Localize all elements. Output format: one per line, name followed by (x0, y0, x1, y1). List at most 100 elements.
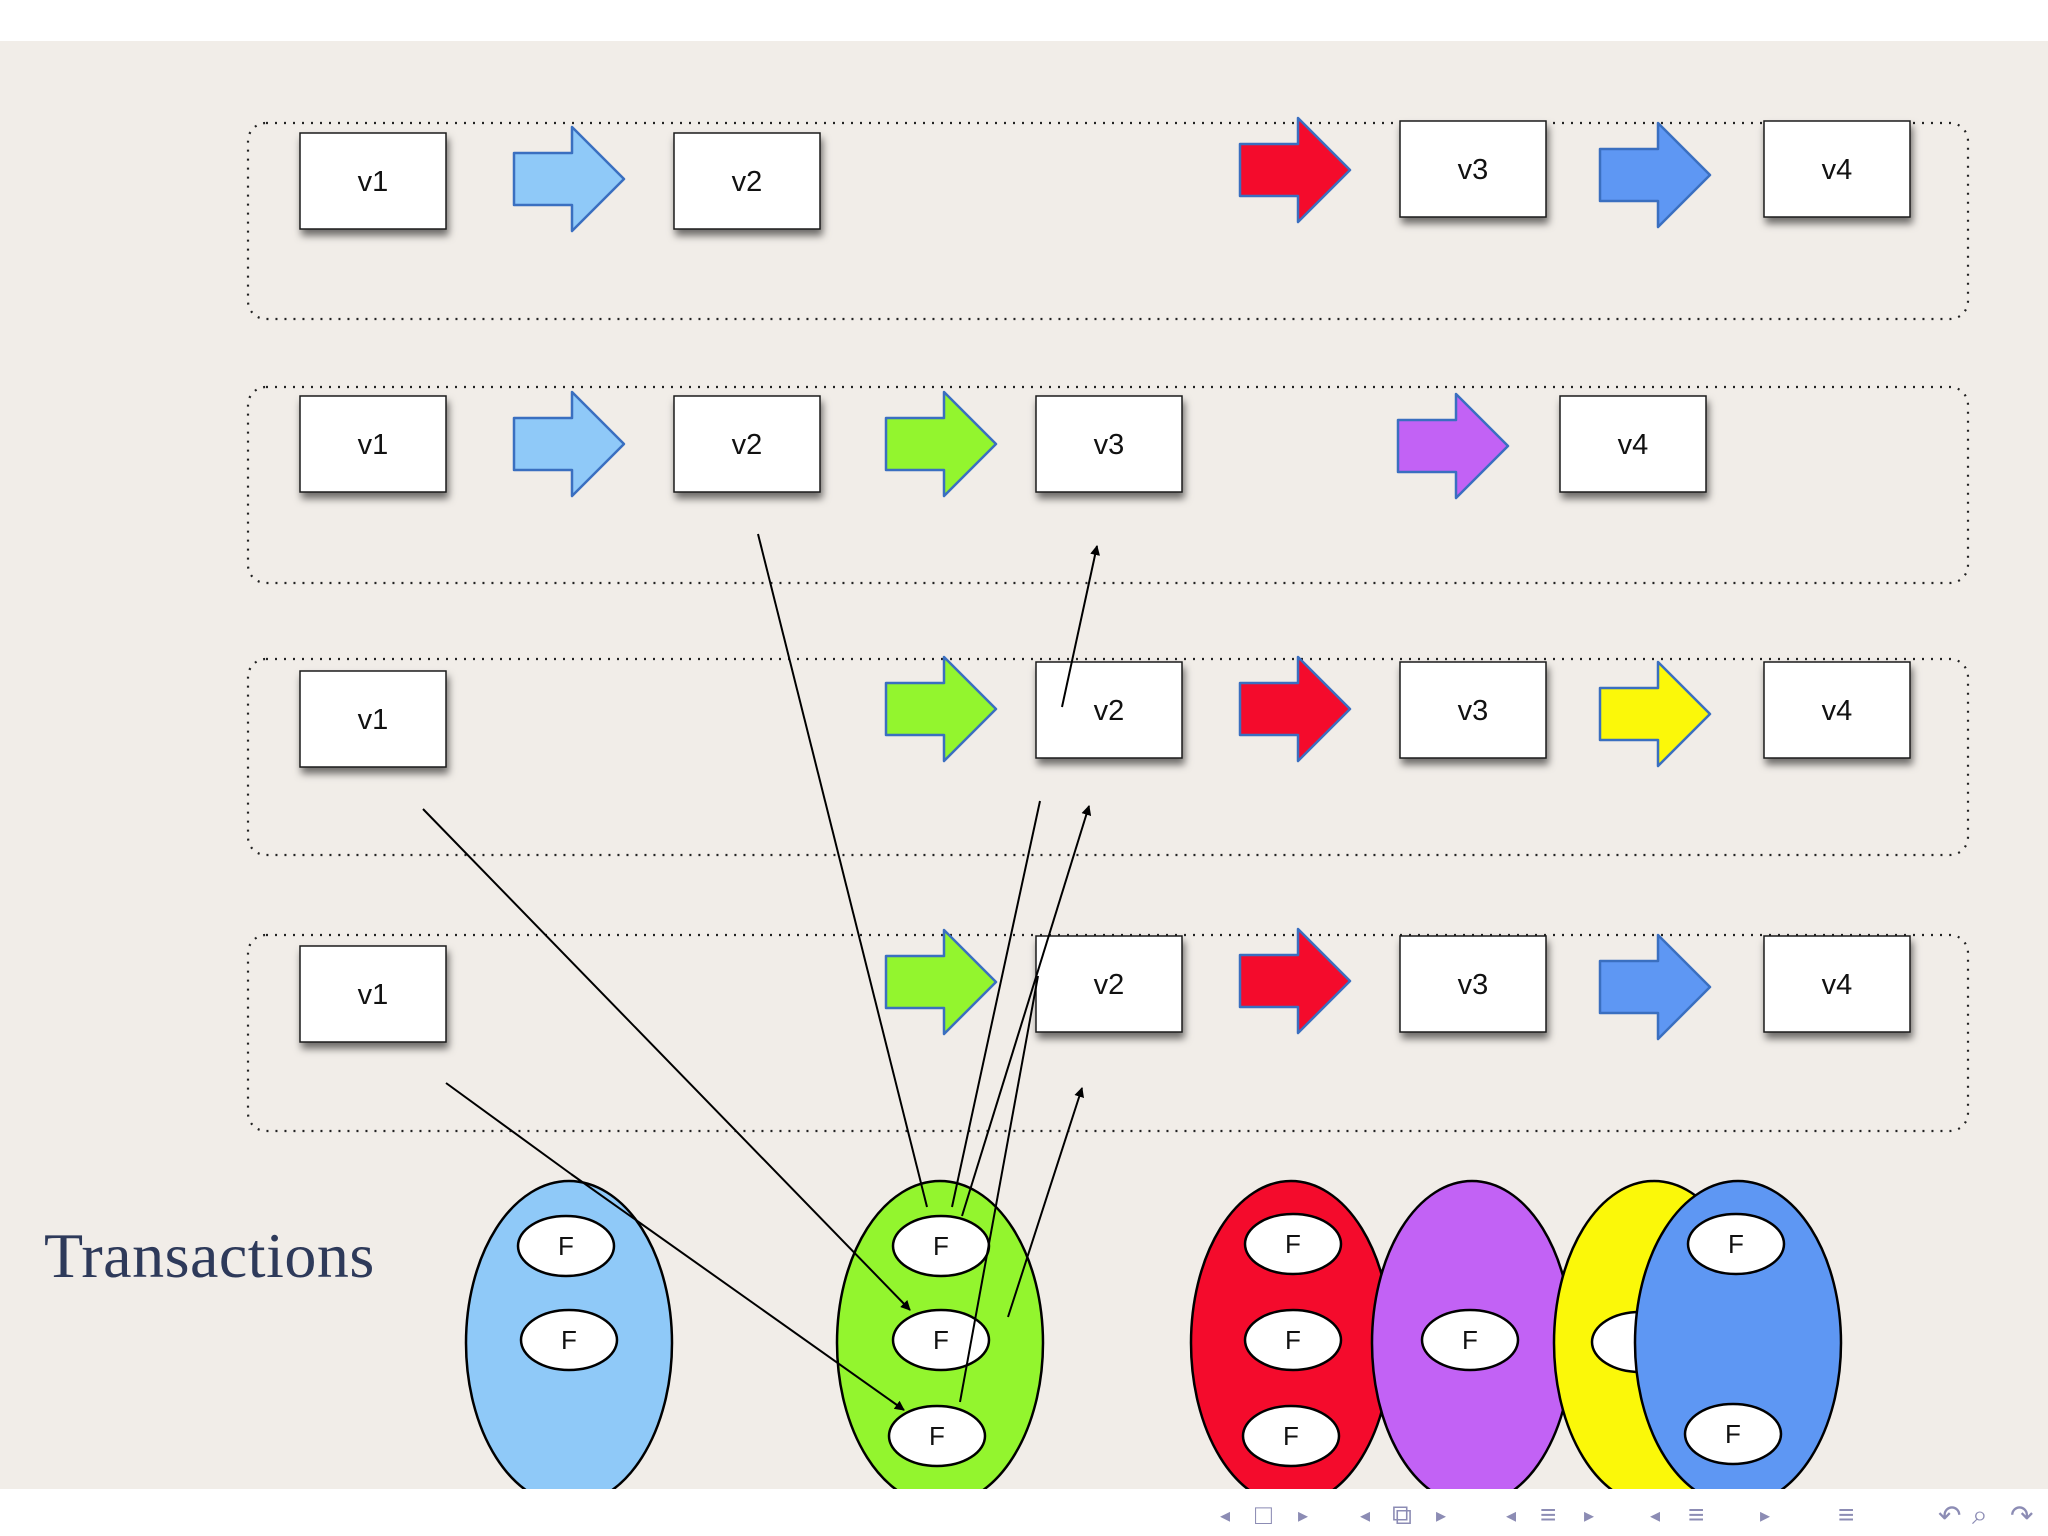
nav-prev-slide-icon[interactable]: ◂ (1220, 1504, 1231, 1527)
version-chain-frame-4 (246, 933, 1970, 1133)
nav-subsection-icon[interactable]: ⧉ (1392, 1498, 1412, 1530)
transition-arrow-icon (1598, 933, 1712, 1041)
operation-label: F (1462, 1325, 1478, 1355)
dependency-line (951, 800, 1041, 1208)
transition-arrow-icon (884, 655, 998, 763)
transition-arrow-icon (512, 125, 626, 233)
version-box-v4: v4 (1559, 395, 1707, 493)
operation-label: F (1285, 1325, 1301, 1355)
operation-label: F (1285, 1229, 1301, 1259)
version-label: v1 (358, 429, 389, 461)
transaction-red: F F F (1189, 1179, 1393, 1489)
version-chain-frame-2 (246, 385, 1970, 585)
version-box-v1: v1 (299, 132, 447, 230)
dependency-line (959, 975, 1039, 1403)
nav-section-icon[interactable]: ≡ (1540, 1499, 1557, 1530)
version-box-v3: v3 (1035, 395, 1183, 493)
version-label: v4 (1618, 429, 1649, 461)
operation-node: F (1243, 1308, 1343, 1372)
nav-back-icon[interactable]: ↶ (1938, 1499, 1962, 1531)
version-box-v4: v4 (1763, 120, 1911, 218)
nav-prev-subsection-icon[interactable]: ◂ (1360, 1504, 1371, 1527)
version-label: v2 (732, 166, 763, 198)
operation-node: F (519, 1308, 619, 1372)
transaction-blue: FF (1633, 1179, 1843, 1489)
version-box-v2: v2 (673, 132, 821, 230)
operation-label: F (1728, 1229, 1744, 1259)
transition-arrow-icon (512, 390, 626, 498)
operation-label: F (1283, 1421, 1299, 1451)
transition-arrow-icon (1598, 121, 1712, 229)
dependency-line (757, 533, 928, 1208)
nav-prev-section-icon[interactable]: ◂ (1506, 1504, 1517, 1527)
version-chain-frame-1 (246, 121, 1970, 321)
version-box-v3: v3 (1399, 120, 1547, 218)
transition-arrow-icon (884, 928, 998, 1036)
version-box-v3: v3 (1399, 935, 1547, 1033)
version-label: v1 (358, 704, 389, 736)
version-box-v4: v4 (1763, 661, 1911, 759)
version-label: v3 (1458, 695, 1489, 727)
operation-node: F (891, 1214, 991, 1278)
operation-label: F (933, 1325, 949, 1355)
dependency-line (961, 805, 1092, 1217)
operation-label: F (561, 1325, 577, 1355)
transition-arrow-icon (884, 390, 998, 498)
operation-node: F (891, 1308, 991, 1372)
operation-label: F (1725, 1419, 1741, 1449)
transition-arrow-icon (1238, 927, 1352, 1035)
nav-next-section-icon[interactable]: ▸ (1760, 1504, 1771, 1527)
nav-next-section-icon[interactable]: ▸ (1584, 1504, 1595, 1527)
version-label: v1 (358, 166, 389, 198)
version-label: v1 (358, 979, 389, 1011)
nav-search-icon[interactable]: ⌕ (1972, 1498, 1988, 1530)
dependency-line (422, 808, 911, 1311)
beamer-navigation-bar: ◂ □ ▸ ◂ ⧉ ▸ ◂ ≡ ▸ ◂ ≡ ▸ ≡ ↶ ⌕ ↷ (0, 1496, 2048, 1536)
version-box-v2: v2 (673, 395, 821, 493)
version-box-v1: v1 (299, 395, 447, 493)
nav-next-slide-icon[interactable]: ▸ (1298, 1504, 1309, 1527)
version-label: v2 (732, 429, 763, 461)
operation-node: F (1683, 1402, 1783, 1466)
dependency-line (1007, 1087, 1084, 1318)
version-box-v1: v1 (299, 945, 447, 1043)
operation-node: F (1686, 1212, 1786, 1276)
version-label: v4 (1822, 695, 1853, 727)
operation-node: F (516, 1214, 616, 1278)
dependency-line (570, 1173, 905, 1411)
operation-node: F (1243, 1212, 1343, 1276)
operation-label: F (929, 1421, 945, 1451)
nav-next-subsection-icon[interactable]: ▸ (1436, 1504, 1447, 1527)
operation-node: F (1420, 1308, 1520, 1372)
version-label: v3 (1458, 969, 1489, 1001)
nav-prev-section-icon[interactable]: ◂ (1650, 1504, 1661, 1527)
nav-forward-icon[interactable]: ↷ (2010, 1499, 2034, 1531)
operation-label: F (933, 1231, 949, 1261)
transition-arrow-icon (1396, 392, 1510, 500)
nav-section-icon[interactable]: ≡ (1688, 1499, 1705, 1530)
version-label: v3 (1458, 154, 1489, 186)
operation-node: F (1241, 1404, 1341, 1468)
version-label: v2 (1094, 695, 1125, 727)
transition-arrow-icon (1598, 660, 1712, 768)
version-chain-frame-3 (246, 657, 1970, 857)
version-box-v2: v2 (1035, 661, 1183, 759)
version-box-v2: v2 (1035, 935, 1183, 1033)
version-box-v4: v4 (1763, 935, 1911, 1033)
transition-arrow-icon (1238, 655, 1352, 763)
transaction-green: F F F (835, 1179, 1045, 1489)
version-label: v4 (1822, 969, 1853, 1001)
nav-frame-icon[interactable]: □ (1255, 1499, 1272, 1530)
transition-arrow-icon (1238, 116, 1352, 224)
dependency-line (445, 1082, 572, 1175)
operation-label: F (558, 1231, 574, 1261)
transaction-purple: F (1370, 1179, 1574, 1489)
nav-toc-icon[interactable]: ≡ (1838, 1499, 1855, 1530)
version-box-v3: v3 (1399, 661, 1547, 759)
transactions-label: Transactions (44, 1220, 375, 1291)
version-label: v3 (1094, 429, 1125, 461)
operation-node: F (887, 1404, 987, 1468)
transaction-light_blue: FF (464, 1179, 674, 1489)
